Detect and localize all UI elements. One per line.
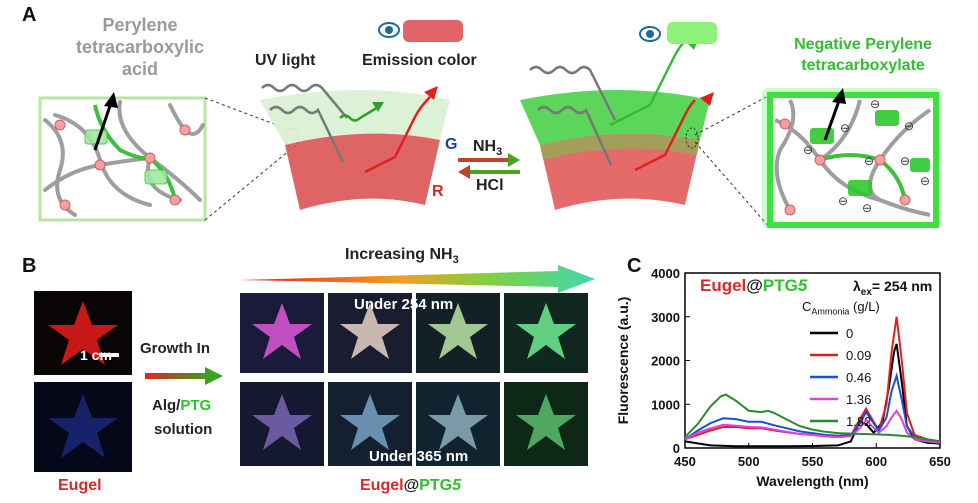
- growth-arrow: [145, 367, 223, 385]
- solution-label: solution: [154, 421, 213, 438]
- eugel-blue-image: [34, 382, 132, 472]
- left-title-line2: tetracarboxylic: [75, 37, 205, 57]
- y-tick-label: 1000: [651, 397, 680, 412]
- increasing-arrow: [240, 265, 595, 293]
- red-emission-left: [364, 96, 431, 174]
- svg-text:⊖: ⊖: [920, 174, 930, 188]
- red-color-swatch: [403, 20, 463, 42]
- svg-text:⊖: ⊖: [862, 201, 872, 215]
- growth-label: Growth In: [140, 340, 210, 357]
- legend-label-1.82: 1.82: [846, 414, 871, 429]
- left-title-line3: acid: [121, 59, 159, 79]
- excitation-label: λex= 254 nm: [853, 278, 933, 298]
- series-line-0.46: [684, 371, 941, 443]
- eye-icon-left: [378, 22, 400, 38]
- left-title-line1: Perylene: [102, 15, 178, 35]
- tile-254-2: [328, 293, 412, 373]
- increasing-label: Increasing NH3: [345, 246, 459, 267]
- green-color-swatch: [667, 22, 717, 44]
- tile-254-1: [240, 293, 324, 373]
- r-label: R: [432, 183, 444, 200]
- uv-arrows-left: [261, 83, 348, 163]
- nh3-label: NH3: [473, 138, 503, 159]
- svg-text:⊖: ⊖: [840, 121, 850, 135]
- x-tick-label: 500: [738, 454, 760, 469]
- hcl-label: HCl: [476, 177, 504, 194]
- svg-text:⊖: ⊖: [864, 154, 874, 168]
- panel-a-label: A: [22, 4, 37, 26]
- tile-365-3: [416, 382, 500, 466]
- emission-color-label: Emission color: [362, 52, 477, 69]
- series-line-1.82: [684, 393, 941, 443]
- red-emission-right: [634, 99, 696, 172]
- fluorescence-chart: 450 500 550 600 650 0 1000 2000 3000 4000Waveleng…: [615, 266, 951, 489]
- right-title-line2: tetracarboxylate: [801, 57, 925, 74]
- legend-label-1.36: 1.36: [846, 392, 871, 407]
- legend-title: CAmmonia (g/L): [802, 299, 880, 317]
- eugel-left-label: Eugel: [58, 477, 102, 494]
- y-tick-label: 3000: [651, 310, 680, 325]
- eye-icon-right: [639, 26, 661, 42]
- eugel-ptg5-label: Eugel@PTG5: [360, 477, 461, 494]
- svg-text:⊖: ⊖: [904, 119, 914, 133]
- panel-a-illustration: ⊖ ⊖ ⊖ ⊖ ⊖ ⊖ ⊖ ⊖ ⊖: [38, 20, 942, 229]
- right-title: Negative Perylene tetracarboxylate: [768, 34, 958, 76]
- legend-label-0.09: 0.09: [846, 348, 871, 363]
- alg-ptg-label: Alg/PTG: [152, 397, 212, 414]
- svg-text:⊖: ⊖: [870, 97, 880, 111]
- y-tick-label: 0: [673, 441, 680, 456]
- x-tick-label: 550: [802, 454, 824, 469]
- left-slab-red: [285, 133, 440, 210]
- svg-text:⊖: ⊖: [838, 194, 848, 208]
- tile-365-1: [240, 382, 324, 466]
- series-line-1.36: [684, 409, 941, 444]
- legend-label-0: 0: [846, 326, 853, 341]
- tile-365-2: [328, 382, 412, 466]
- svg-text:⊖: ⊖: [900, 154, 910, 168]
- left-slab-green: [260, 90, 450, 145]
- x-tick-label: 600: [865, 454, 887, 469]
- under-254-label: Under 254 nm: [354, 296, 454, 313]
- tile-254-4: [504, 293, 588, 373]
- right-title-line1: Negative Perylene: [794, 36, 932, 53]
- y-axis-label: Fluorescence (a.u.): [615, 297, 631, 425]
- left-title: Perylene tetracarboxylic acid: [70, 14, 210, 80]
- uv-arrows-right: [529, 65, 617, 166]
- minus-signs: ⊖ ⊖ ⊖ ⊖ ⊖ ⊖ ⊖ ⊖ ⊖: [803, 97, 930, 215]
- eugel-red-image: [34, 291, 132, 375]
- uv-light-label: UV light: [255, 52, 316, 69]
- g-label: G: [445, 136, 458, 153]
- left-arrow: [93, 99, 114, 151]
- x-tick-label: 650: [929, 454, 951, 469]
- y-tick-label: 2000: [651, 354, 680, 369]
- chart-title: Eugel@PTG5: [700, 276, 808, 295]
- left-network-nodes: [54, 119, 191, 211]
- panel-b-label: B: [22, 255, 37, 277]
- green-emission-left: [339, 104, 381, 122]
- right-slab-red: [540, 133, 700, 210]
- svg-text:⊖: ⊖: [803, 143, 813, 157]
- green-emission-right: [609, 36, 690, 127]
- x-tick-label: 450: [674, 454, 696, 469]
- tile-365-4: [504, 382, 588, 466]
- legend-label-0.46: 0.46: [846, 370, 871, 385]
- x-axis-label: Wavelength (nm): [756, 473, 868, 489]
- scale-bar-label: 1 cm: [80, 347, 112, 363]
- under-365-label: Under 365 nm: [369, 448, 469, 465]
- panel-c-label: C: [627, 255, 642, 277]
- y-tick-label: 4000: [651, 266, 680, 281]
- tile-254-3: [416, 293, 500, 373]
